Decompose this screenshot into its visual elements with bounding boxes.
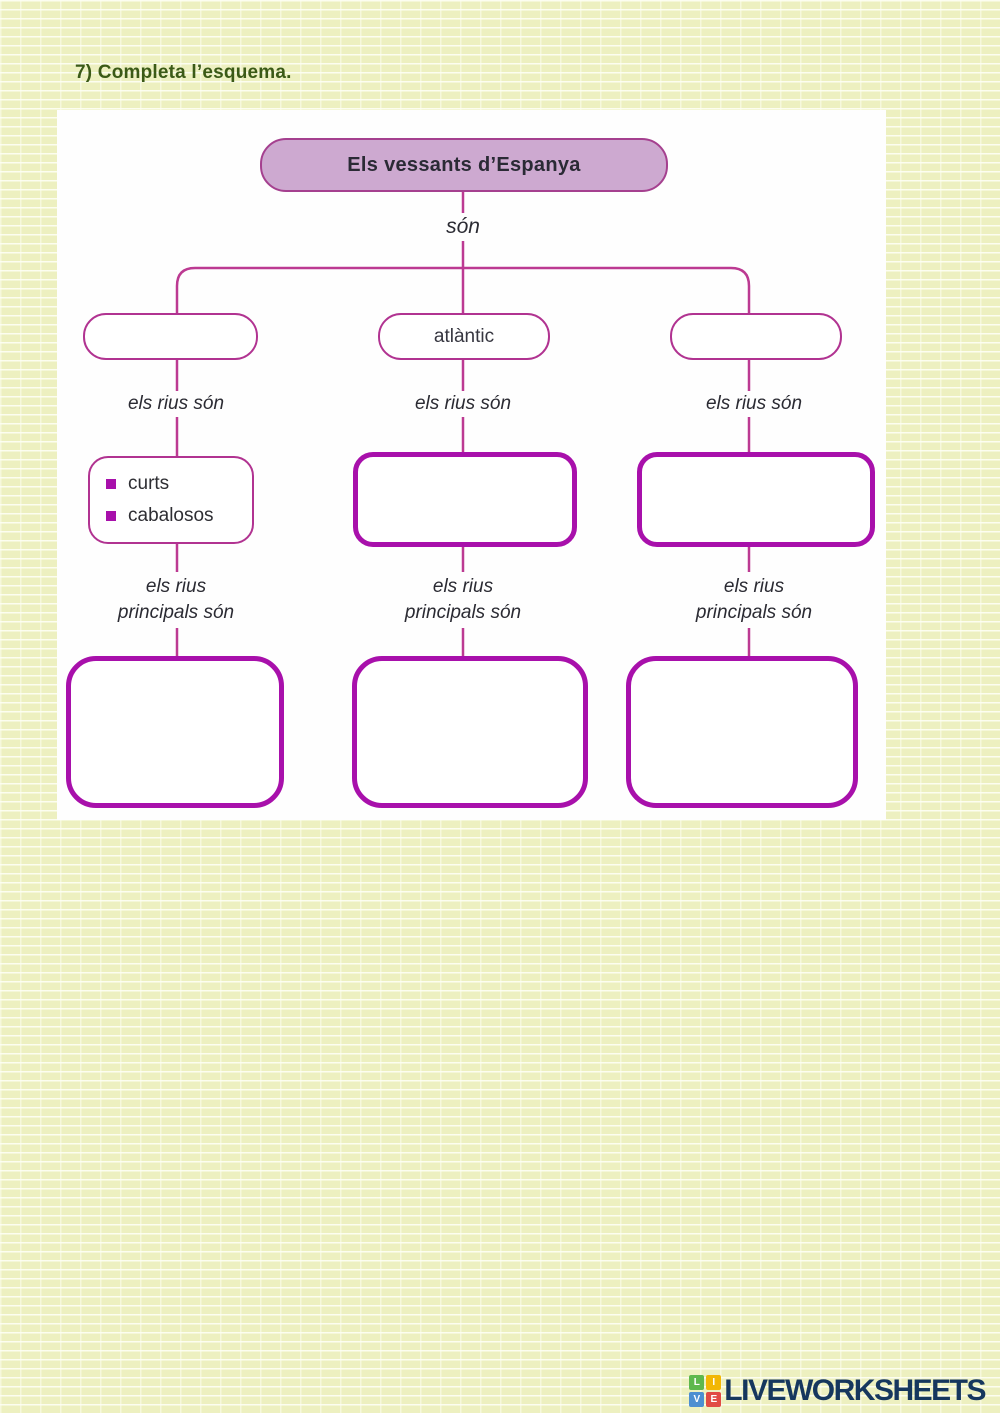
square-bullet-icon <box>106 511 116 521</box>
trait-label: cabalosos <box>128 505 214 526</box>
brand-wordmark: LIVEWORKSHEETS <box>724 1374 986 1407</box>
rius-traits-box-left: curts cabalosos <box>88 456 254 544</box>
square-bullet-icon <box>106 479 116 489</box>
rius-label-right: els rius són <box>698 391 810 417</box>
exercise-title: 7) Completa l’esquema. <box>75 62 292 83</box>
trait-label: curts <box>128 473 170 494</box>
principals-label-line1: els rius <box>145 576 207 597</box>
son-connector-label: són <box>439 213 487 241</box>
root-node: Els vessants d’Espanya <box>260 138 668 192</box>
vessant-answer-box-right[interactable] <box>670 313 842 360</box>
logo-square-i: I <box>706 1375 722 1390</box>
principals-label-line1: els rius <box>723 576 785 597</box>
logo-square-l: L <box>689 1375 705 1390</box>
liveworksheets-logo: L I V E LIVEWORKSHEETS <box>689 1374 986 1408</box>
rius-label-left: els rius són <box>120 391 232 417</box>
principals-label-line1: els rius <box>432 576 494 597</box>
trait-item: cabalosos <box>106 505 252 527</box>
rius-label-center: els rius són <box>407 391 519 417</box>
logo-square-e: E <box>706 1392 722 1407</box>
trait-item: curts <box>106 473 252 495</box>
principals-label-line2: principals són <box>695 602 813 623</box>
principals-answer-box-right[interactable] <box>626 656 858 808</box>
principals-answer-box-center[interactable] <box>352 656 588 808</box>
vessant-answer-box-left[interactable] <box>83 313 258 360</box>
principals-label-line2: principals són <box>117 602 235 623</box>
principals-label-right: els rius principals són <box>688 572 820 628</box>
diagram-panel: Els vessants d’Espanya són atlàntic els … <box>57 110 886 820</box>
rius-answer-box-right[interactable] <box>637 452 875 547</box>
vessant-box-atlantic: atlàntic <box>378 313 550 360</box>
principals-label-line2: principals són <box>404 602 522 623</box>
principals-answer-box-left[interactable] <box>66 656 284 808</box>
logo-square-v: V <box>689 1392 705 1407</box>
rius-answer-box-center[interactable] <box>353 452 577 547</box>
principals-label-left: els rius principals són <box>110 572 242 628</box>
liveworksheets-grid-icon: L I V E <box>689 1375 722 1407</box>
principals-label-center: els rius principals són <box>397 572 529 628</box>
